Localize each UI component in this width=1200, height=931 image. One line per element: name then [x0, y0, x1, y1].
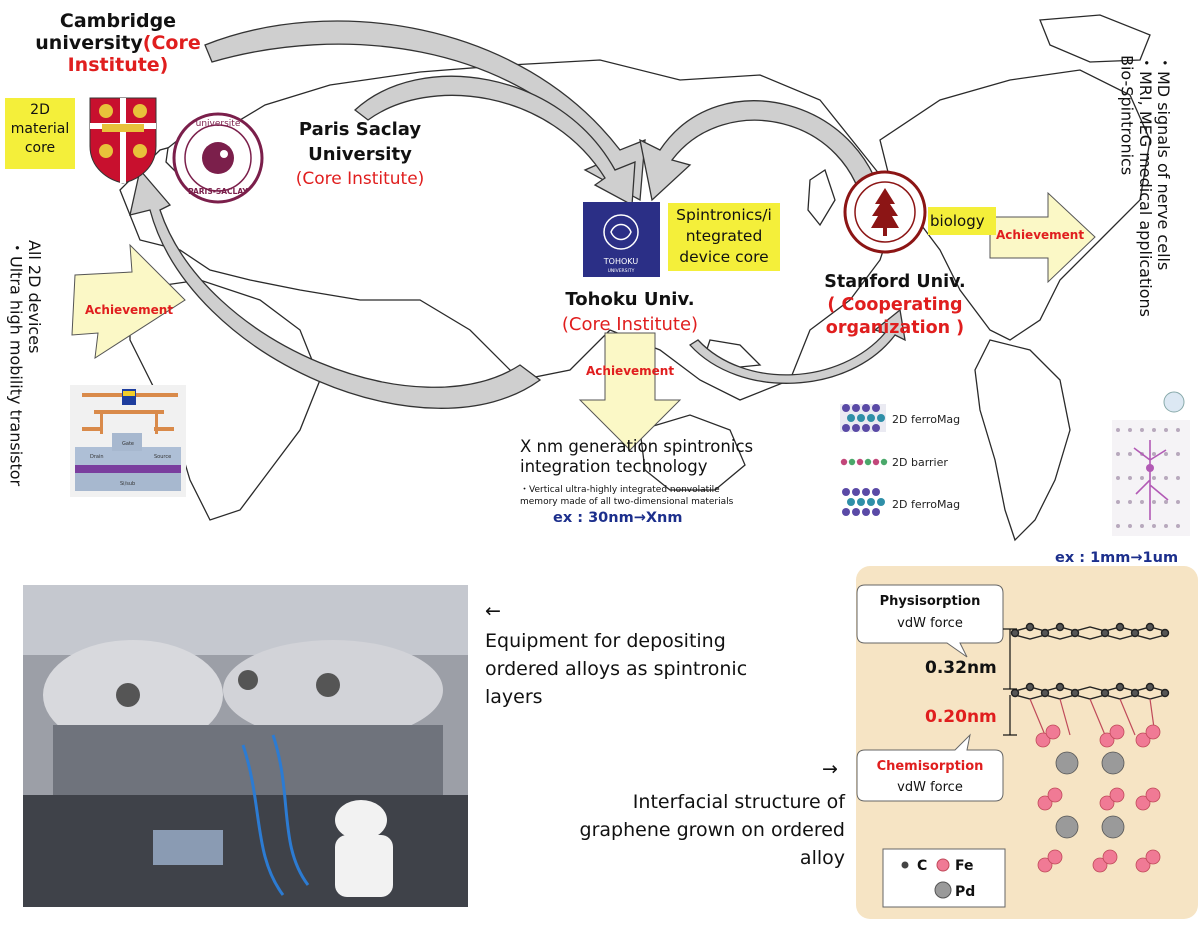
- center-outcome-sub: ・Vertical ultra-highly integrated nonvol…: [520, 484, 790, 508]
- right-outcome-example: ex : 1mm→1um: [1055, 550, 1179, 566]
- transistor-gate: Gate: [122, 441, 134, 447]
- equipment-caption-line3: layers: [485, 686, 543, 708]
- stanford-role-line1: ( Cooperating: [827, 295, 963, 315]
- legend-c: C: [917, 858, 927, 874]
- center-sub-line2: memory made of all two-dimensional mater…: [520, 497, 734, 507]
- graphene-interface-diagram: Physisorption vdW force 0.32nm 0.20nm Ch…: [856, 566, 1198, 919]
- paris-title: Paris Saclay University (Core Institute): [270, 117, 450, 192]
- tohoku-logo-text: TOHOKU: [603, 257, 639, 266]
- cambridge-title: Cambridge university(Core Institute): [18, 10, 218, 76]
- chemisorption-sub: vdW force: [897, 780, 963, 795]
- paris-logo-top: université: [196, 118, 241, 129]
- layer-stack-diagram: 2D ferroMag 2D barrier 2D ferroMag: [840, 404, 960, 516]
- tohoku-name: Tohoku Univ.: [565, 289, 695, 310]
- tohoku-role: (Core Institute): [561, 314, 699, 335]
- left-outcome-text: All 2D devices ・Ultra high mobility tran…: [6, 240, 43, 520]
- center-sub-line1: ・Vertical ultra-highly integrated nonvol…: [520, 485, 720, 495]
- right-outcome-line2: ・MRI, MEG medical applications: [1135, 55, 1155, 317]
- legend-fe: Fe: [955, 858, 974, 874]
- legend-pd: Pd: [955, 884, 975, 900]
- achievement-label-center: Achievement: [586, 364, 675, 378]
- right-outcome-text: ・MD signals of nerve cells ・MRI, MEG med…: [1117, 55, 1174, 405]
- interface-caption-line3: alloy: [799, 847, 845, 869]
- equipment-caption-arrow: ←: [485, 600, 501, 622]
- transistor-substrate: Si/sub: [120, 481, 135, 487]
- cambridge-name: Cambridge university: [35, 10, 177, 54]
- core-line: material: [10, 121, 70, 137]
- center-outcome-example: ex : 30nm→Xnm: [553, 510, 683, 526]
- tohoku-core-box: Spintronics/i ntegrated device core: [668, 203, 780, 271]
- center-outcome-line2: integration technology: [520, 457, 708, 476]
- achievement-arrows: [71, 191, 1096, 451]
- core-line: 2D: [30, 102, 50, 118]
- interface-caption-line2: graphene grown on ordered: [579, 819, 845, 841]
- physisorption-sub: vdW force: [897, 616, 963, 631]
- stanford-seal-logo: [843, 170, 927, 254]
- transistor-drain: Drain: [90, 454, 104, 460]
- cambridge-crest-logo: [89, 97, 157, 184]
- distance-chemisorption: 0.20nm: [925, 707, 997, 727]
- tohoku-logo-sub: UNIVERSITY: [608, 268, 635, 274]
- stanford-role-line2: organization ): [825, 318, 965, 338]
- cambridge-core-box: 2D material core: [5, 98, 75, 169]
- tohoku-logo: TOHOKU UNIVERSITY: [583, 202, 660, 277]
- equipment-caption: Equipment for depositing ordered alloys …: [485, 627, 815, 711]
- core-line: ntegrated: [685, 227, 763, 245]
- equipment-caption-line1: Equipment for depositing: [485, 630, 726, 652]
- left-outcome-line2: ・Ultra high mobility transistor: [6, 240, 26, 487]
- interface-caption-arrow: →: [822, 758, 838, 780]
- left-outcome-line1: All 2D devices: [24, 240, 44, 354]
- paris-saclay-logo: université PARIS-SACLAY: [172, 112, 264, 204]
- core-line: Spintronics/i: [676, 206, 772, 224]
- transistor-diagram: Drain Gate Source Si/sub: [70, 385, 186, 497]
- chemisorption-label: Chemisorption: [877, 759, 984, 774]
- stanford-name: Stanford Univ.: [824, 272, 966, 292]
- paris-name-line2: University: [308, 144, 412, 165]
- achievement-label-left: Achievement: [85, 303, 174, 317]
- neuron-lattice-image: [1112, 391, 1190, 536]
- distance-physisorption: 0.32nm: [925, 658, 997, 678]
- right-outcome-line1: ・MD signals of nerve cells: [1154, 55, 1174, 271]
- core-line: device core: [679, 248, 769, 266]
- deposition-equipment-photo: [23, 585, 468, 907]
- tohoku-title: Tohoku Univ. (Core Institute): [535, 287, 725, 337]
- paris-role: (Core Institute): [295, 169, 425, 189]
- layer-label: 2D ferroMag: [892, 498, 960, 511]
- layer-label: 2D barrier: [892, 456, 948, 469]
- physisorption-label: Physisorption: [880, 594, 981, 609]
- interface-caption: Interfacial structure of graphene grown …: [540, 788, 845, 872]
- cambridge-role: (Core Institute): [67, 32, 201, 76]
- center-outcome-line1: X nm generation spintronics: [520, 437, 754, 456]
- paris-logo-bottom: PARIS-SACLAY: [188, 187, 248, 196]
- stanford-core-box: biology: [928, 207, 996, 235]
- transistor-source: Source: [154, 454, 171, 460]
- interface-caption-line1: Interfacial structure of: [632, 791, 845, 813]
- center-outcome-title: X nm generation spintronics integration …: [520, 437, 800, 477]
- paris-name-line1: Paris Saclay: [298, 119, 422, 140]
- equipment-caption-line2: ordered alloys as spintronic: [485, 658, 748, 680]
- layer-label: 2D ferroMag: [892, 413, 960, 426]
- stanford-title: Stanford Univ. ( Cooperating organizatio…: [800, 271, 990, 340]
- core-line: core: [24, 140, 56, 156]
- achievement-label-right: Achievement: [996, 228, 1085, 242]
- right-outcome-line3: Bio-Spintronics: [1117, 55, 1137, 176]
